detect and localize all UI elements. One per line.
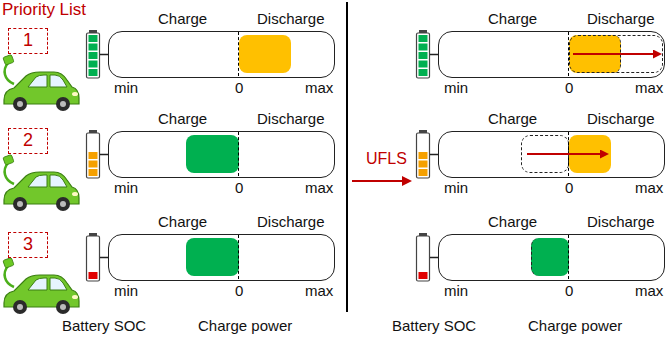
battery-icon xyxy=(417,233,430,281)
axis-label: 0 xyxy=(235,80,243,97)
power-fill xyxy=(186,238,239,276)
axis-label: min xyxy=(444,283,468,300)
power-fill xyxy=(531,238,569,276)
axis-label: min xyxy=(114,180,138,197)
bar-heading: Discharge xyxy=(257,111,325,128)
bar-heading: Charge xyxy=(158,111,207,128)
bar-heading: Charge xyxy=(488,214,537,231)
axis-label: 0 xyxy=(565,180,573,197)
priority-box: 3 xyxy=(8,232,48,258)
axis-label: 0 xyxy=(565,283,573,300)
bar-heading: Charge xyxy=(488,11,537,28)
axis-caption: Charge power xyxy=(528,318,622,335)
charge-power-bar: ChargeDischargemin0max xyxy=(108,234,335,281)
shift-arrow xyxy=(439,32,666,76)
bar-heading: Discharge xyxy=(257,11,325,28)
legend-title: Priority List xyxy=(2,1,86,20)
priority-number: 2 xyxy=(23,131,33,151)
axis-caption: Charge power xyxy=(198,318,292,335)
power-fill xyxy=(186,135,239,173)
axis-label: max xyxy=(635,180,663,197)
shift-arrow-line xyxy=(573,53,660,55)
axis-label: max xyxy=(635,80,663,97)
axis-label: 0 xyxy=(235,283,243,300)
bus-line xyxy=(346,2,348,312)
axis-label: min xyxy=(114,80,138,97)
shift-arrow-line xyxy=(527,153,607,155)
charge-power-bar: ChargeDischargemin0max xyxy=(438,131,665,178)
axis-label: min xyxy=(114,283,138,300)
bar-track xyxy=(439,235,664,280)
charge-power-bar: ChargeDischargemin0max xyxy=(438,31,665,78)
battery-wire xyxy=(100,55,438,258)
axis-label: max xyxy=(305,180,333,197)
zero-line xyxy=(238,32,239,76)
charge-power-bar: ChargeDischargemin0max xyxy=(108,131,335,178)
ufls-arrow xyxy=(352,180,410,182)
bar-heading: Charge xyxy=(158,11,207,28)
battery-icon xyxy=(87,30,100,78)
bar-heading: Charge xyxy=(488,111,537,128)
zero-line xyxy=(568,32,569,76)
bar-heading: Discharge xyxy=(257,214,325,231)
bar-heading: Discharge xyxy=(587,111,655,128)
axis-caption: Battery SOC xyxy=(62,318,146,335)
charge-power-bar: ChargeDischargemin0max xyxy=(438,234,665,281)
axis-label: 0 xyxy=(565,80,573,97)
ev-car xyxy=(3,155,79,211)
priority-box: 2 xyxy=(8,128,48,154)
zero-line xyxy=(238,235,239,279)
event-label: UFLS xyxy=(366,150,407,168)
charge-power-bar: ChargeDischargemin0max xyxy=(108,31,335,78)
bar-track xyxy=(109,132,334,177)
battery-icon xyxy=(87,233,100,281)
axis-label: max xyxy=(635,283,663,300)
zero-line xyxy=(568,235,569,279)
priority-number: 3 xyxy=(23,235,33,255)
bar-heading: Charge xyxy=(158,214,207,231)
axis-label: min xyxy=(444,180,468,197)
bar-track xyxy=(109,235,334,280)
bar-track xyxy=(109,32,334,77)
axis-caption: Battery SOC xyxy=(392,318,476,335)
priority-box: 1 xyxy=(8,28,48,54)
power-fill xyxy=(239,35,291,73)
battery-icon xyxy=(87,130,100,178)
bar-heading: Discharge xyxy=(587,11,655,28)
axis-label: max xyxy=(305,80,333,97)
axis-label: min xyxy=(444,80,468,97)
bar-heading: Discharge xyxy=(587,214,655,231)
ev-car xyxy=(3,258,79,314)
shift-arrow xyxy=(439,132,666,176)
ev-car xyxy=(3,55,79,111)
axis-label: 0 xyxy=(235,180,243,197)
battery-icon xyxy=(417,130,430,178)
priority-number: 1 xyxy=(23,31,33,51)
axis-label: max xyxy=(305,283,333,300)
battery-icon xyxy=(417,30,430,78)
zero-line xyxy=(238,132,239,176)
